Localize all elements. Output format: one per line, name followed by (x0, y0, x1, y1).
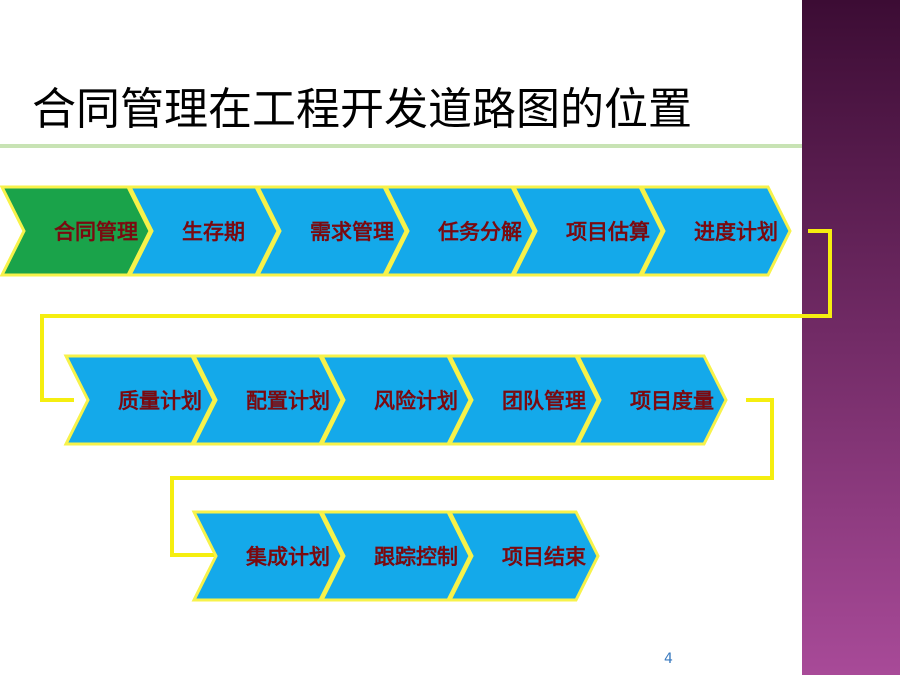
step-label: 团队管理 (502, 389, 586, 413)
step-chevron (319, 510, 472, 602)
step-chevron (447, 354, 600, 446)
step-chevron (191, 510, 344, 602)
step-label: 集成计划 (245, 545, 330, 569)
roadmap-step: 集成计划 (191, 510, 344, 602)
roadmap-step: 配置计划 (191, 354, 344, 446)
roadmap-step: 项目估算 (511, 185, 664, 277)
row-connector (40, 229, 832, 402)
roadmap-step: 合同管理 (0, 185, 152, 277)
step-label: 进度计划 (694, 220, 778, 244)
step-label: 合同管理 (54, 220, 138, 244)
roadmap-step: 任务分解 (383, 185, 536, 277)
step-chevron (447, 510, 600, 602)
step-label: 项目结束 (502, 545, 587, 569)
roadmap-step: 跟踪控制 (319, 510, 472, 602)
step-chevron (191, 354, 344, 446)
row-connector (170, 398, 774, 557)
step-label: 生存期 (182, 220, 245, 244)
step-label: 项目估算 (566, 220, 650, 244)
roadmap-step: 风险计划 (319, 354, 472, 446)
roadmap-step: 生存期 (127, 185, 280, 277)
step-label: 配置计划 (246, 389, 330, 413)
roadmap-step: 质量计划 (63, 354, 216, 446)
step-label: 项目度量 (630, 389, 714, 413)
step-chevron (575, 354, 728, 446)
roadmap-step: 项目结束 (447, 510, 600, 602)
roadmap-step: 团队管理 (447, 354, 600, 446)
decorative-side-band (802, 0, 900, 675)
step-chevron (639, 185, 792, 277)
roadmap-step: 需求管理 (255, 185, 408, 277)
step-chevron (383, 185, 536, 277)
slide-title: 合同管理在工程开发道路图的位置 (32, 84, 692, 135)
title-underline (0, 144, 802, 148)
roadmap-connectors (40, 229, 832, 557)
page-number: 4 (664, 651, 673, 667)
roadmap-step: 进度计划 (639, 185, 792, 277)
step-label: 需求管理 (310, 220, 394, 244)
step-label: 质量计划 (118, 389, 202, 413)
roadmap-steps: 合同管理生存期需求管理任务分解项目估算进度计划质量计划配置计划风险计划团队管理项… (0, 185, 792, 602)
step-chevron (319, 354, 472, 446)
step-label: 风险计划 (374, 389, 458, 413)
step-chevron (255, 185, 408, 277)
step-chevron (63, 354, 216, 446)
step-chevron (511, 185, 664, 277)
step-chevron (127, 185, 280, 277)
step-label: 跟踪控制 (374, 545, 458, 569)
roadmap-step: 项目度量 (575, 354, 728, 446)
step-label: 任务分解 (437, 220, 522, 244)
step-chevron (0, 185, 152, 277)
